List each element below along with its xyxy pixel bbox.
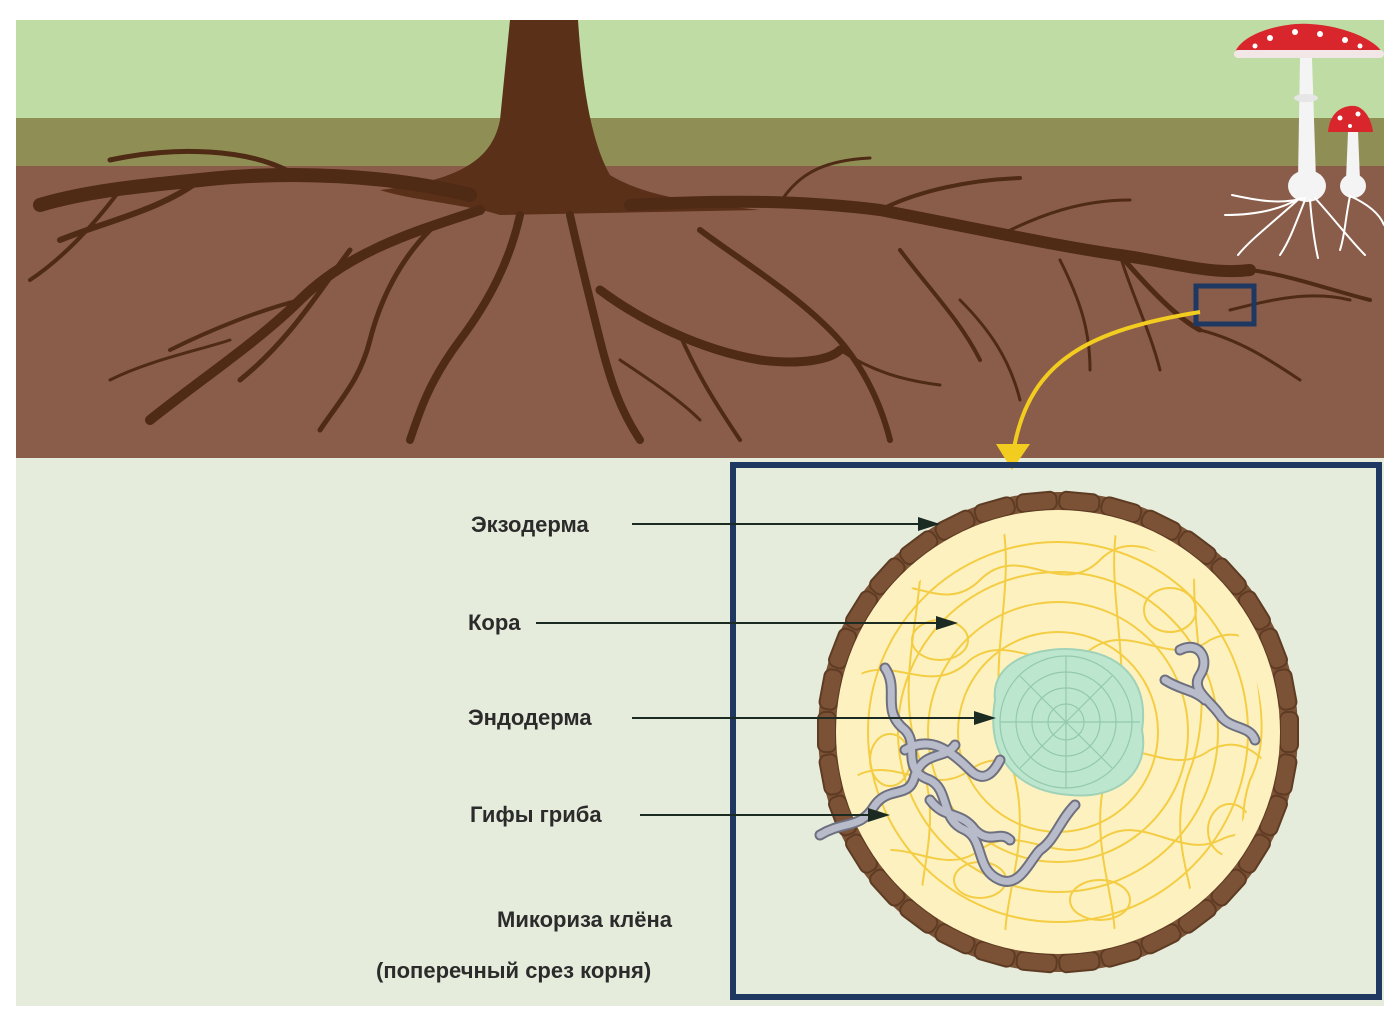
stele <box>993 649 1143 795</box>
exoderm-cell <box>1016 951 1057 973</box>
exoderm-cell <box>1016 491 1057 513</box>
exoderm-cell <box>1059 491 1100 513</box>
landscape-scene <box>16 20 1384 458</box>
label-hyphae: Гифы гриба <box>470 802 602 827</box>
sky <box>16 20 1384 120</box>
exoderm-cell <box>1280 712 1298 752</box>
grass-strip <box>16 118 1384 168</box>
label-exoderm: Экзодерма <box>471 512 590 537</box>
caption-subtitle: (поперечный срез корня) <box>376 958 651 983</box>
root-cross-section <box>818 491 1298 973</box>
caption-title: Микориза клёна <box>497 907 673 932</box>
label-endoderm: Эндодерма <box>468 705 592 730</box>
label-cortex: Кора <box>468 610 521 635</box>
exoderm-cell <box>1059 951 1100 973</box>
